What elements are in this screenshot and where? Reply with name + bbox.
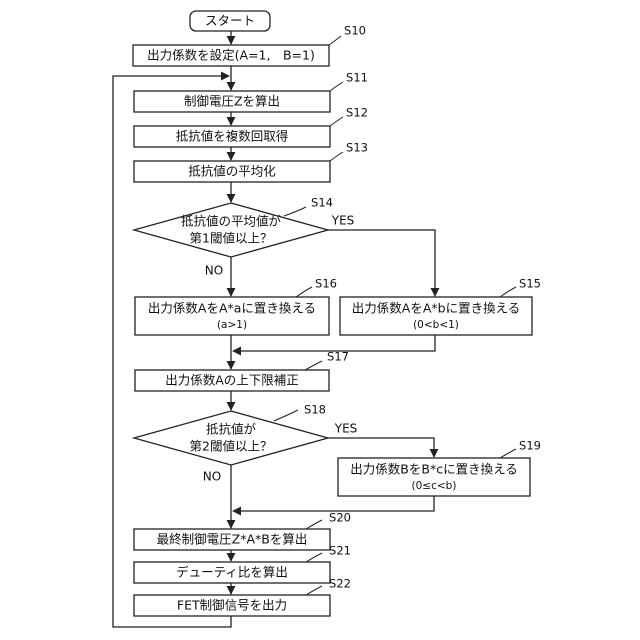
start-terminal: スタート <box>190 11 270 31</box>
step-s11-text: 制御電圧Zを算出 <box>184 94 280 109</box>
step-s11: 制御電圧Zを算出 S11 <box>134 71 368 113</box>
step-s15-line2: (0<b<1) <box>413 319 459 331</box>
step-s21-text: デューティ比を算出 <box>176 565 288 580</box>
step-s20: 最終制御電圧Z*A*Bを算出 S20 <box>134 511 351 551</box>
decision-s14-line2: 第1閾値以上？ <box>190 231 273 246</box>
decision-s18-label: S18 <box>304 403 326 417</box>
step-s17: 出力係数Aの上下限補正 S17 <box>135 350 349 392</box>
no-label-s18: NO <box>203 470 221 484</box>
yes-label-s18: YES <box>334 422 358 436</box>
step-s10-text: 出力係数を設定(A=1, B=1) <box>147 48 315 63</box>
step-s19-label: S19 <box>519 439 541 453</box>
step-s19-line2: (0≤c<b) <box>412 480 457 492</box>
step-s22-label: S22 <box>329 577 351 591</box>
start-label: スタート <box>205 13 255 28</box>
arrow-s14-yes <box>328 230 435 296</box>
step-s13-label: S13 <box>346 141 368 155</box>
arrow-s18-yes <box>328 438 434 457</box>
yes-label-s14: YES <box>331 214 355 228</box>
arrow-s19-merge <box>233 496 434 511</box>
step-s15-label: S15 <box>519 277 541 291</box>
decision-s14-line1: 抵抗値の平均値が <box>181 214 282 229</box>
step-s20-text: 最終制御電圧Z*A*Bを算出 <box>157 532 308 547</box>
step-s11-label: S11 <box>346 71 368 85</box>
decision-s14: 抵抗値の平均値が 第1閾値以上？ S14 <box>134 196 333 258</box>
step-s12-text: 抵抗値を複数回取得 <box>176 129 289 144</box>
step-s16-line2: (a>1) <box>217 319 247 331</box>
decision-s18-line2: 第2閾値以上？ <box>190 439 273 454</box>
no-label-s14: NO <box>205 264 223 278</box>
step-s16: 出力係数AをA*aに置き換える (a>1) S16 <box>135 277 337 336</box>
step-s15: 出力係数AをA*bに置き換える (0<b<1) S15 <box>340 277 541 336</box>
step-s16-line1: 出力係数AをA*aに置き換える <box>148 301 316 316</box>
step-s22-text: FET制御信号を出力 <box>177 598 287 613</box>
step-s12-label: S12 <box>346 106 368 120</box>
decision-s18-line1: 抵抗値が <box>206 422 257 437</box>
step-s21-label: S21 <box>329 544 351 558</box>
step-s19: 出力係数BをB*cに置き換える (0≤c<b) S19 <box>338 439 541 497</box>
step-s19-line1: 出力係数BをB*cに置き換える <box>350 462 517 477</box>
step-s17-text: 出力係数Aの上下限補正 <box>165 373 299 388</box>
step-s20-label: S20 <box>329 511 351 525</box>
step-s15-line1: 出力係数AをA*bに置き換える <box>352 301 520 316</box>
step-s10-label: S10 <box>344 24 366 38</box>
step-s16-label: S16 <box>315 277 337 291</box>
decision-s18: 抵抗値が 第2閾値以上？ S18 <box>134 403 328 466</box>
decision-s14-label: S14 <box>311 196 333 210</box>
step-s13-text: 抵抗値の平均化 <box>188 164 276 179</box>
